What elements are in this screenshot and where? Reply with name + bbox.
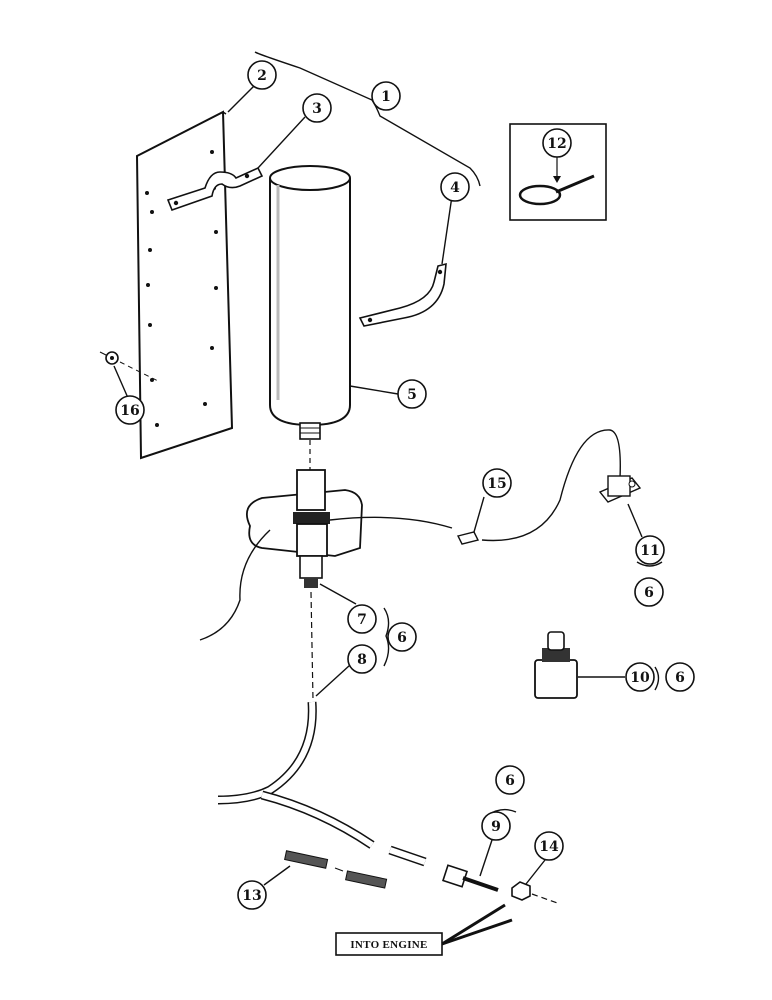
- callout-11: 11: [635, 535, 665, 565]
- svg-text:6: 6: [675, 670, 685, 686]
- callout-6-fitting: 6: [495, 765, 525, 795]
- callout-13: 13: [237, 880, 267, 910]
- assembly-bracket: [254, 51, 481, 187]
- svg-text:10: 10: [630, 670, 650, 686]
- svg-text:5: 5: [407, 387, 417, 403]
- washer: [99, 351, 161, 383]
- svg-text:4: 4: [450, 180, 460, 196]
- svg-text:15: 15: [487, 476, 506, 492]
- callout-6-valve: 6: [387, 622, 417, 652]
- svg-text:14: 14: [539, 839, 559, 855]
- svg-text:9: 9: [491, 819, 501, 835]
- callout-1: 1: [371, 81, 401, 111]
- callout-4: 4: [440, 172, 470, 202]
- push-button-switch: [534, 631, 578, 699]
- callout-6-switch: 6: [665, 662, 695, 692]
- fitting-nut: [511, 881, 561, 905]
- svg-text:11: 11: [640, 543, 659, 559]
- callout-5: 5: [397, 379, 427, 409]
- svg-text:16: 16: [120, 403, 139, 419]
- callout-14: 14: [534, 831, 564, 861]
- svg-text:6: 6: [397, 630, 407, 646]
- svg-text:1: 1: [381, 89, 391, 105]
- mounting-plate: [135, 110, 234, 460]
- callout-6-terminal: 6: [634, 577, 664, 607]
- leader-lines: [113, 83, 643, 886]
- callout-10: 10: [625, 662, 655, 692]
- into-engine-note: INTO ENGINE: [335, 903, 513, 956]
- into-engine-label: INTO ENGINE: [350, 939, 427, 951]
- spiral-sleeves: [284, 850, 388, 889]
- callout-2: 2: [247, 60, 277, 90]
- svg-text:6: 6: [505, 773, 515, 789]
- callout-8: 8: [347, 644, 377, 674]
- nozzle-fitting: [442, 864, 499, 892]
- svg-text:3: 3: [312, 101, 322, 117]
- callout-12: 12: [542, 128, 572, 158]
- tubing: [217, 591, 427, 867]
- callout-7: 7: [347, 604, 377, 634]
- wiring: [199, 429, 621, 641]
- svg-text:8: 8: [357, 652, 367, 668]
- ring-terminal: [598, 475, 642, 503]
- svg-text:6: 6: [644, 585, 654, 601]
- callout-15: 15: [482, 468, 512, 498]
- upper-bracket-clamp: [166, 166, 264, 212]
- valve-assembly: [246, 440, 363, 588]
- svg-text:7: 7: [357, 612, 367, 628]
- ether-cylinder: [269, 165, 351, 440]
- svg-text:12: 12: [547, 136, 566, 152]
- svg-text:2: 2: [257, 68, 267, 84]
- wire-connector: [456, 531, 480, 545]
- callout-3: 3: [302, 93, 332, 123]
- svg-text:13: 13: [242, 888, 261, 904]
- lower-strap-clamp: [358, 262, 447, 327]
- callout-16: 16: [115, 395, 145, 425]
- callout-9: 9: [481, 811, 511, 841]
